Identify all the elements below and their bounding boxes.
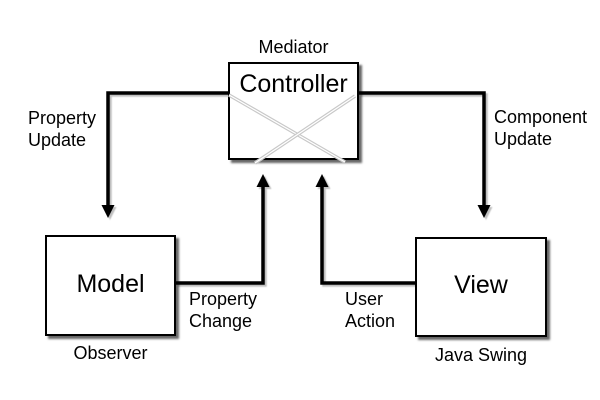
property-change-label-line1: Property bbox=[189, 289, 258, 309]
mediator-annotation: Mediator bbox=[258, 37, 329, 57]
user-action-label: User Action bbox=[345, 288, 395, 332]
property-update-label-line1: Property bbox=[28, 108, 97, 128]
property-change-label: Property Change bbox=[189, 288, 257, 332]
component-update-arrow bbox=[359, 91, 491, 218]
property-update-label: Property Update bbox=[28, 107, 96, 151]
component-update-label: Component Update bbox=[494, 106, 587, 150]
controller-box: Controller bbox=[228, 62, 359, 160]
view-label: View bbox=[454, 270, 508, 299]
crossed-lines-icon bbox=[228, 93, 356, 165]
component-update-label-line2: Update bbox=[494, 129, 553, 149]
property-update-arrow bbox=[101, 91, 228, 218]
user-action-label-line1: User bbox=[345, 289, 384, 309]
controller-label: Controller bbox=[239, 70, 348, 98]
user-action-arrow bbox=[315, 174, 415, 285]
java-swing-annotation: Java Swing bbox=[434, 345, 528, 365]
model-box: Model bbox=[45, 235, 176, 336]
property-change-arrow bbox=[176, 174, 270, 285]
observer-annotation: Observer bbox=[73, 343, 148, 363]
view-box: View bbox=[415, 237, 547, 337]
user-action-label-line2: Action bbox=[345, 311, 396, 331]
component-update-label-line1: Component bbox=[494, 107, 588, 127]
model-label: Model bbox=[76, 269, 145, 298]
property-update-label-line2: Update bbox=[28, 130, 87, 150]
property-change-label-line2: Change bbox=[189, 311, 253, 331]
